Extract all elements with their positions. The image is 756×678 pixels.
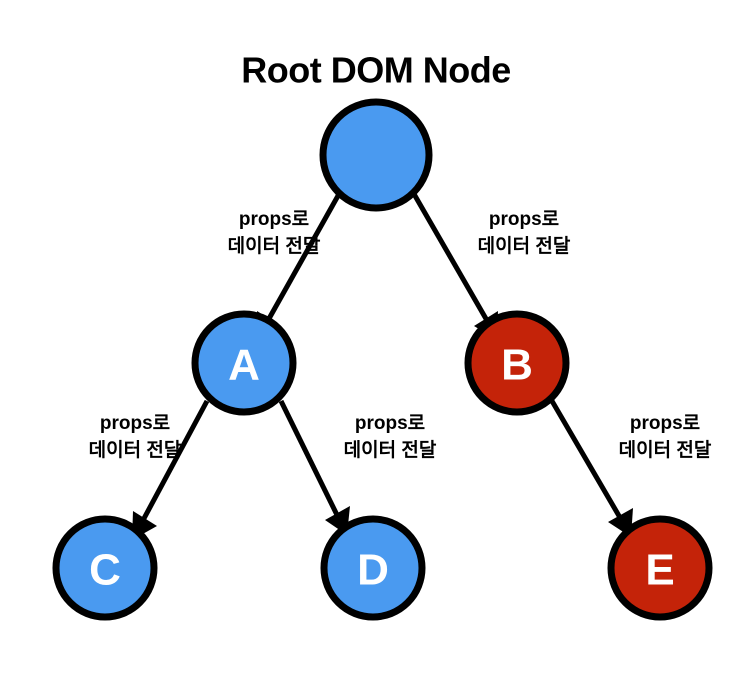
page-title: Root DOM Node [241, 50, 510, 91]
node-root[interactable] [319, 98, 433, 212]
edge-label-root-to-a-line1: props로 [239, 209, 309, 230]
node-e-label: E [645, 546, 674, 595]
edge-label-root-to-b-line1: props로 [489, 209, 559, 230]
edge-label-b-to-e-line2: 데이터 전달 [619, 439, 712, 461]
edge-label-root-to-b-line2: 데이터 전달 [478, 235, 571, 257]
node-e[interactable]: E [607, 515, 713, 621]
edge-b-to-e: props로 데이터 전달 [549, 399, 712, 537]
edge-line-root-to-b [411, 192, 492, 326]
edge-label-root-to-a-line2: 데이터 전달 [228, 235, 321, 257]
edge-label-a-to-d-line1: props로 [355, 413, 425, 434]
node-b-label: B [501, 341, 533, 390]
node-e-circle[interactable] [607, 515, 713, 621]
edge-line-b-to-e [549, 399, 625, 523]
edge-label-a-to-d-line2: 데이터 전달 [344, 439, 437, 461]
edge-label-a-to-c-line1: props로 [100, 413, 170, 434]
edge-root-to-b: props로 데이터 전달 [411, 192, 571, 340]
edge-label-a-to-c-line2: 데이터 전달 [89, 439, 182, 461]
node-b[interactable]: B [464, 310, 570, 416]
node-c-circle[interactable] [52, 515, 158, 621]
edge-line-a-to-c [138, 399, 210, 526]
node-d-circle[interactable] [320, 515, 426, 621]
node-root-circle[interactable] [319, 98, 433, 212]
edge-a-to-d: props로 데이터 전달 [278, 399, 437, 535]
node-d-label: D [357, 546, 389, 595]
node-c-label: C [89, 546, 121, 595]
node-a[interactable]: A [191, 310, 297, 416]
node-b-circle[interactable] [464, 310, 570, 416]
node-c[interactable]: C [52, 515, 158, 621]
node-a-label: A [228, 341, 260, 390]
edge-line-a-to-d [278, 399, 342, 521]
node-d[interactable]: D [320, 515, 426, 621]
edge-line-root-to-a [263, 192, 342, 326]
edge-label-b-to-e-line1: props로 [630, 413, 700, 434]
node-a-circle[interactable] [191, 310, 297, 416]
